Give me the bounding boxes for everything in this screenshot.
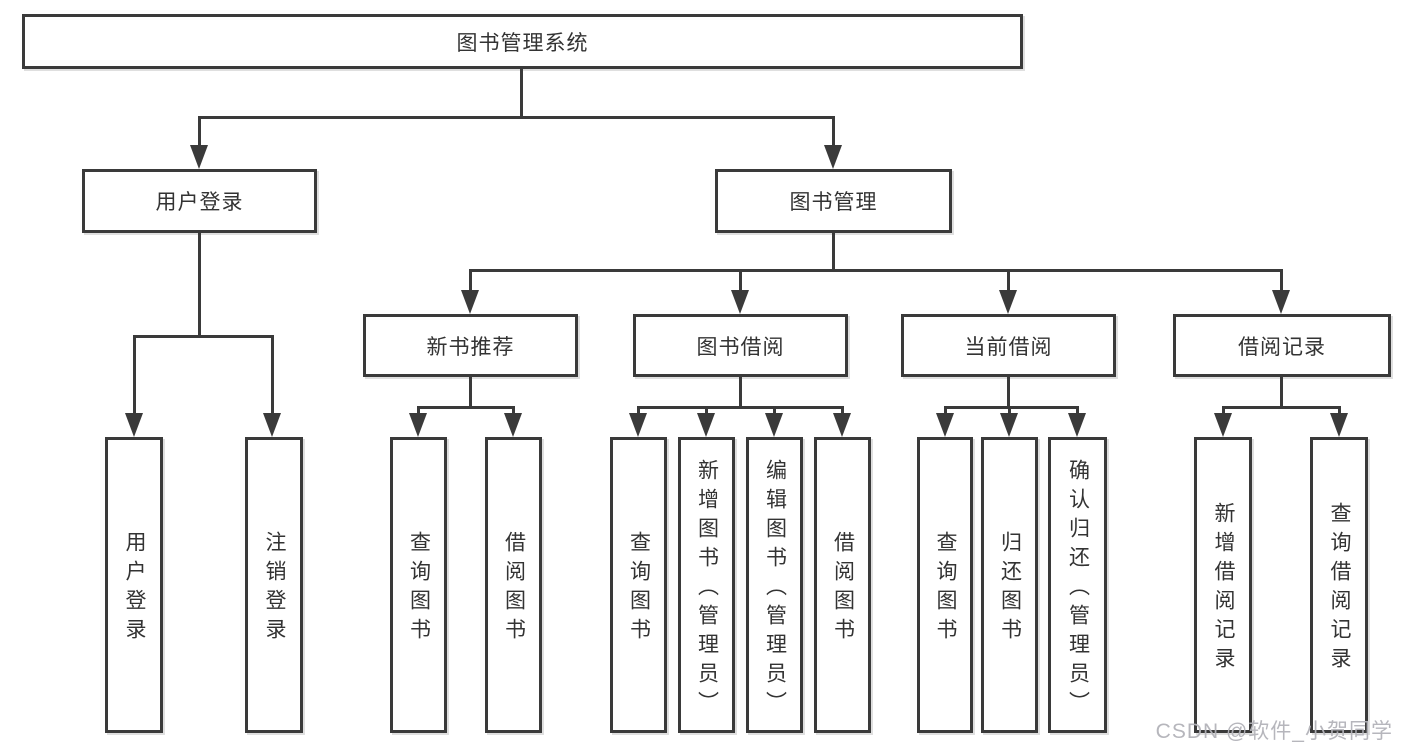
node-book-management-label: 图书管理 [789,191,878,214]
leaf-nbr-borrow-book-label: 借阅图书 [502,531,526,647]
connector-line [1222,406,1340,409]
node-root-label: 图书管理系统 [456,31,589,55]
leaf-nbr-borrow-book: 借阅图书 [485,437,542,733]
connector-line [198,233,201,337]
connector-line [1222,406,1225,415]
arrowhead-icon [1068,413,1086,437]
connector-line [198,116,201,147]
node-borrowing-records: 借阅记录 [1173,314,1391,377]
leaf-br-query-record: 查询借阅记录 [1310,437,1368,733]
arrowhead-icon [765,413,783,437]
leaf-br-query-record-label: 查询借阅记录 [1328,502,1351,676]
leaf-logout-label: 注销登录 [263,531,286,647]
node-borrowing-records-label: 借阅记录 [1238,335,1326,359]
connector-line [1007,377,1010,408]
connector-line [637,406,640,415]
node-new-book-recommendation-label: 新书推荐 [426,335,515,359]
node-current-borrowing: 当前借阅 [901,314,1116,377]
connector-line [1007,269,1010,292]
node-root: 图书管理系统 [22,14,1023,69]
connector-line [520,69,523,119]
leaf-cb-return-book: 归还图书 [981,437,1038,733]
arrowhead-icon [504,413,522,437]
leaf-bb-add-book-admin: 新增图书（管理员） [678,437,735,733]
connector-line [469,269,1283,272]
leaf-bb-borrow-book-label: 借阅图书 [831,531,855,647]
connector-line [1280,269,1283,292]
leaf-cb-return-book-label: 归还图书 [998,531,1022,647]
leaf-bb-add-book-admin-label: 新增图书（管理员） [695,458,719,720]
arrowhead-icon [125,413,143,437]
leaf-bb-query-book: 查询图书 [610,437,667,733]
arrowhead-icon [824,145,842,169]
arrowhead-icon [697,413,715,437]
connector-line [133,335,136,415]
leaf-nbr-query-book: 查询图书 [390,437,447,733]
leaf-logout: 注销登录 [245,437,303,733]
leaf-nbr-query-book-label: 查询图书 [407,531,431,647]
leaf-user-login: 用户登录 [105,437,163,733]
arrowhead-icon [731,290,749,314]
leaf-cb-confirm-return-admin-label: 确认归还（管理员） [1066,458,1090,720]
connector-line [832,116,835,147]
leaf-bb-edit-book-admin: 编辑图书（管理员） [746,437,803,733]
connector-line [512,406,515,415]
node-new-book-recommendation: 新书推荐 [363,314,578,377]
leaf-cb-confirm-return-admin: 确认归还（管理员） [1048,437,1107,733]
arrowhead-icon [1000,413,1018,437]
node-book-management: 图书管理 [715,169,952,233]
connector-line [705,406,708,415]
connector-line [469,377,472,408]
node-current-borrowing-label: 当前借阅 [964,335,1053,359]
connector-line [832,233,835,272]
connector-line [637,406,843,409]
connector-line [1280,377,1283,408]
arrowhead-icon [461,290,479,314]
arrowhead-icon [833,413,851,437]
arrowhead-icon [190,145,208,169]
connector-line [739,377,742,408]
arrowhead-icon [629,413,647,437]
connector-line [417,406,515,409]
arrowhead-icon [263,413,281,437]
connector-line [944,406,1078,409]
arrowhead-icon [1272,290,1290,314]
arrowhead-icon [1330,413,1348,437]
node-book-borrowing-label: 图书借阅 [696,335,785,359]
connector-line [841,406,844,415]
leaf-bb-query-book-label: 查询图书 [627,531,651,647]
leaf-br-add-record-label: 新增借阅记录 [1212,502,1235,676]
node-user-login: 用户登录 [82,169,317,233]
connector-line [1338,406,1341,415]
arrowhead-icon [1214,413,1232,437]
arrowhead-icon [936,413,954,437]
csdn-watermark: CSDN @软件_小贺同学 [1155,720,1393,743]
connector-line [198,116,834,119]
connector-line [1076,406,1079,415]
connector-line [417,406,420,415]
connector-line [469,269,472,292]
leaf-bb-edit-book-admin-label: 编辑图书（管理员） [763,458,787,720]
leaf-cb-query-book-label: 查询图书 [934,531,957,647]
arrowhead-icon [409,413,427,437]
leaf-bb-borrow-book: 借阅图书 [814,437,871,733]
leaf-br-add-record: 新增借阅记录 [1194,437,1252,733]
connector-line [773,406,776,415]
connector-line [944,406,947,415]
node-user-login-label: 用户登录 [155,191,244,214]
node-book-borrowing: 图书借阅 [633,314,848,377]
connector-line [1008,406,1011,415]
leaf-user-login-label: 用户登录 [123,531,146,647]
arrowhead-icon [999,290,1017,314]
connector-line [271,335,274,415]
connector-line [133,335,273,338]
leaf-cb-query-book: 查询图书 [917,437,973,733]
connector-line [739,269,742,292]
